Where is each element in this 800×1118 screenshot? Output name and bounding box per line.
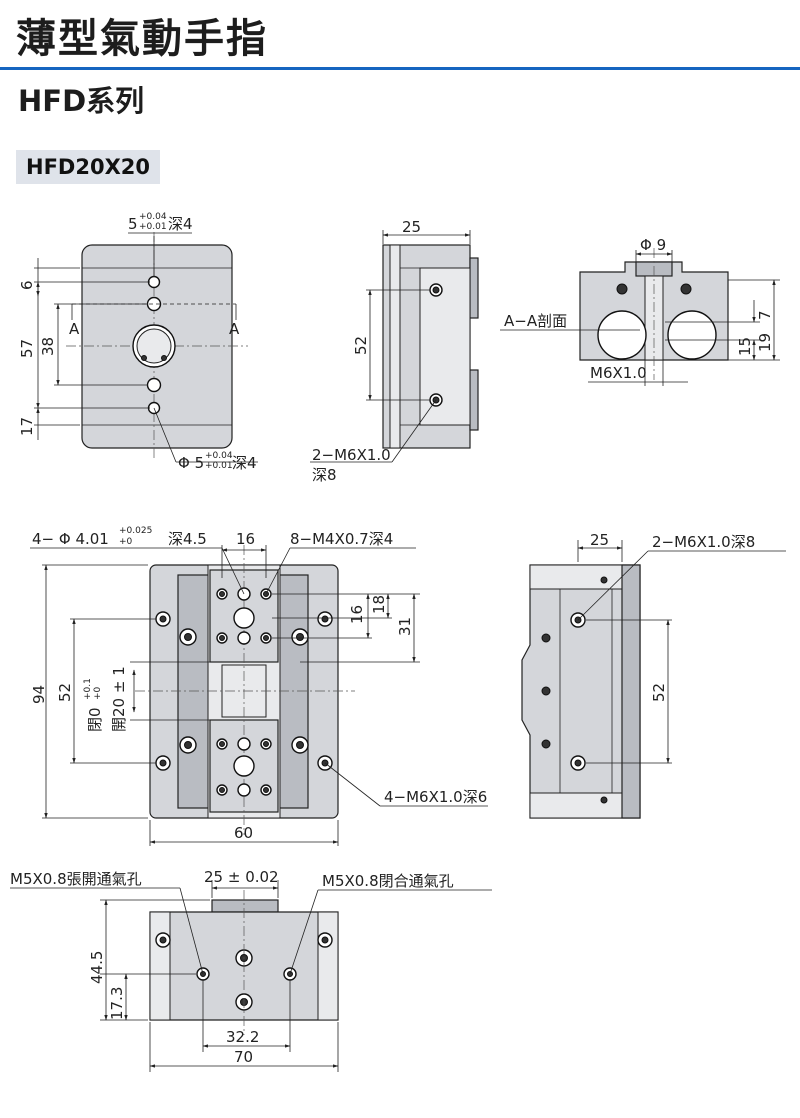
top-closed-tol-upper: +0.1 — [83, 678, 93, 700]
front-top-hole-tol-lower: +0.01 — [139, 222, 167, 232]
bottom-close-port-label: M5X0.8閉合通氣孔 — [322, 872, 454, 890]
section-dim-15: 15 — [736, 337, 754, 356]
right-dim-52: 52 — [650, 683, 668, 702]
front-dim-6: 6 — [18, 280, 36, 290]
section-bore-left — [597, 310, 647, 360]
title-rule — [0, 67, 800, 70]
section-view: Φ 9 A−A剖面 M6X1.0 7 15 19 — [500, 236, 780, 386]
side-dim-52: 52 — [352, 336, 370, 355]
front-bottom-hole-base: Φ 5 — [178, 454, 204, 472]
section-dim-19: 19 — [756, 333, 774, 352]
top-pin-holes-prefix: 4− Φ 4.01 — [32, 530, 109, 548]
section-mark-right: A — [229, 320, 240, 338]
front-bottom-hole-tol-lower: +0.01 — [205, 461, 233, 471]
top-dim-60: 60 — [234, 824, 253, 842]
top-pin-hole — [237, 737, 251, 751]
front-dim-17: 17 — [18, 417, 36, 436]
top-dim-16: 16 — [348, 605, 366, 624]
top-pin-holes-depth: 深4.5 — [168, 530, 207, 548]
top-pin-holes-tol-upper: +0.025 — [119, 526, 152, 536]
side-dim-25: 25 — [402, 218, 421, 236]
model-badge: HFD20X20 — [16, 150, 160, 184]
top-dim-52: 52 — [56, 683, 74, 702]
front-pin-hole-top — [147, 275, 161, 289]
top-view: 4− Φ 4.01 +0.025 +0 深4.5 16 8−M4X0.7深4 1… — [30, 526, 488, 846]
section-bore-right — [667, 310, 717, 360]
top-dim-16-horizontal: 16 — [236, 530, 255, 548]
bottom-dim-17-3: 17.3 — [108, 987, 126, 1020]
bottom-dim-25: 25 ± 0.02 — [204, 868, 279, 886]
section-mark-left: A — [69, 320, 80, 338]
bottom-jaw — [211, 899, 279, 913]
series-title: HFD系列 — [18, 84, 145, 118]
section-dia-9: Φ 9 — [640, 236, 666, 254]
top-closed-prefix: 閉0 — [86, 707, 104, 732]
front-top-hole-base: 5 — [128, 215, 138, 233]
side-view: 25 52 2−M6X1.0 深8 — [310, 218, 479, 484]
top-pin-holes-tol-lower: +0 — [119, 537, 133, 547]
bottom-open-port-label: M5X0.8張開通氣孔 — [10, 870, 142, 888]
right-view: 25 2−M6X1.0深8 52 — [521, 531, 786, 819]
bottom-view: M5X0.8張開通氣孔 25 ± 0.02 M5X0.8閉合通氣孔 44.5 1… — [10, 868, 492, 1072]
side-thread-depth: 深8 — [312, 466, 337, 484]
top-bottom-holes: 4−M6X1.0深6 — [384, 788, 487, 806]
top-dim-94: 94 — [30, 685, 48, 704]
front-bottom-hole-depth: 深4 — [232, 454, 257, 472]
top-dim-31: 31 — [396, 617, 414, 636]
section-thread: M6X1.0 — [590, 364, 647, 382]
front-dim-57: 57 — [18, 339, 36, 358]
bottom-dim-32-2: 32.2 — [226, 1028, 259, 1046]
bottom-dim-44-5: 44.5 — [88, 951, 106, 984]
front-top-hole-tol-upper: +0.04 — [139, 212, 167, 222]
top-tapped-holes: 8−M4X0.7深4 — [290, 530, 393, 548]
top-pin-hole — [237, 631, 251, 645]
right-thread: 2−M6X1.0深8 — [652, 533, 755, 551]
top-pin-hole — [237, 783, 251, 797]
side-thread-label: 2−M6X1.0 — [312, 446, 391, 464]
front-view: A A 5 +0.04 +0.01 深4 Φ 5 +0.04 +0.01 深4 … — [18, 212, 258, 472]
front-dim-38: 38 — [39, 337, 57, 356]
top-dim-18: 18 — [370, 595, 388, 614]
right-dim-25: 25 — [590, 531, 609, 549]
front-hole — [146, 377, 162, 393]
top-open: 開20 ± 1 — [110, 666, 128, 732]
section-dim-7: 7 — [756, 310, 774, 320]
top-closed-tol-lower: +0 — [93, 686, 103, 700]
front-top-hole-depth: 深4 — [168, 215, 193, 233]
section-label: A−A剖面 — [504, 312, 567, 330]
page-title: 薄型氣動手指 — [16, 16, 268, 62]
front-bottom-hole-tol-upper: +0.04 — [205, 451, 233, 461]
bottom-dim-70: 70 — [234, 1048, 253, 1066]
